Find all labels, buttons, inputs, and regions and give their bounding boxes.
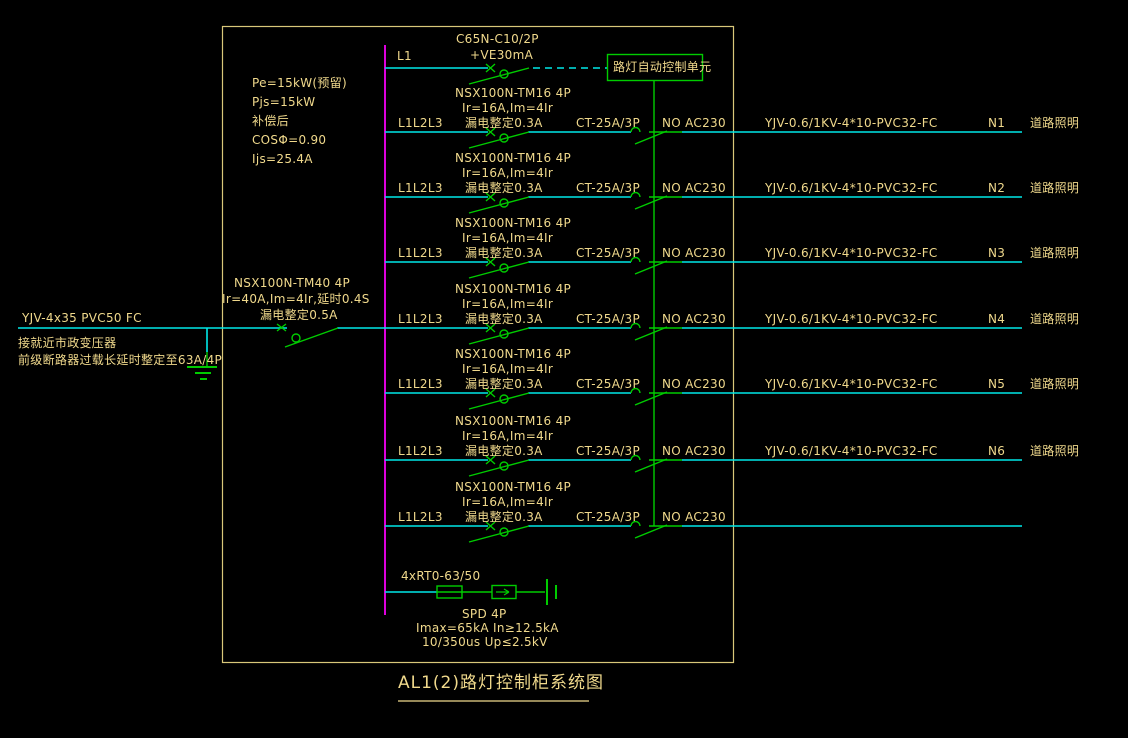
feeder-breaker-settings: Ir=16A,Im=4Ir — [462, 429, 554, 443]
incoming-note-transformer: 接就近市政变压器 — [18, 336, 117, 350]
feeder-contactor-label: CT-25A/3P — [576, 444, 641, 458]
feeder-breaker-leakage: 漏电整定0.3A — [465, 444, 543, 458]
control-unit-box — [606, 53, 704, 82]
feeder-circuit-number: N5 — [988, 377, 1006, 391]
feeder-circuit-number: N3 — [988, 246, 1006, 260]
control-breaker-model: C65N-C10/2P — [456, 32, 539, 46]
feeder-phase-label: L1L2L3 — [398, 510, 443, 524]
feeder-circuit-number: N1 — [988, 116, 1006, 130]
feeder-breaker-settings: Ir=16A,Im=4Ir — [462, 362, 554, 376]
spd-arrow-icon — [496, 588, 510, 596]
main-breaker-settings: Ir=40A,Im=4Ir,延时0.4S — [222, 292, 370, 306]
main-breaker-model: NSX100N-TM40 4P — [234, 276, 351, 290]
feeder-cable-label: YJV-0.6/1KV-4*10-PVC32-FC — [765, 312, 938, 326]
feeder-phase-label: L1L2L3 — [398, 181, 443, 195]
feeder-breaker-model: NSX100N-TM16 4P — [455, 414, 572, 428]
feeder-breaker-settings: Ir=16A,Im=4Ir — [462, 297, 554, 311]
spd-spec-up: 10/350us Up≤2.5kV — [422, 635, 548, 649]
feeder-load-label: 道路照明 — [1030, 246, 1080, 260]
feeder-breaker-model: NSX100N-TM16 4P — [455, 151, 572, 165]
feeder-load-label: 道路照明 — [1030, 377, 1080, 391]
feeder-row-5 — [384, 387, 1023, 410]
feeder-breaker-settings: Ir=16A,Im=4Ir — [462, 231, 554, 245]
feeder-coil-label: NO AC230 — [662, 444, 726, 458]
feeder-coil-label: NO AC230 — [662, 181, 726, 195]
feeder-coil-label: NO AC230 — [662, 312, 726, 326]
feeder-phase-label: L1L2L3 — [398, 246, 443, 260]
feeder-circuit-number: N2 — [988, 181, 1006, 195]
feeder-cable-label: YJV-0.6/1KV-4*10-PVC32-FC — [765, 116, 938, 130]
cos-phi-label: COSΦ=0.90 — [252, 133, 327, 147]
feeder-cable-label: YJV-0.6/1KV-4*10-PVC32-FC — [765, 181, 938, 195]
feeder-row-1 — [384, 126, 1023, 149]
feeder-contactor-label: CT-25A/3P — [576, 312, 641, 326]
feeder-breaker-leakage: 漏电整定0.3A — [465, 377, 543, 391]
feeder-row-7 — [384, 520, 1023, 543]
incoming-line — [18, 323, 385, 380]
feeder-breaker-leakage: 漏电整定0.3A — [465, 246, 543, 260]
feeder-breaker-model: NSX100N-TM16 4P — [455, 282, 572, 296]
feeder-load-label: 道路照明 — [1030, 181, 1080, 195]
feeder-cable-label: YJV-0.6/1KV-4*10-PVC32-FC — [765, 377, 938, 391]
feeder-circuit-number: N6 — [988, 444, 1006, 458]
feeder-contactor-label: CT-25A/3P — [576, 116, 641, 130]
feeder-coil-label: NO AC230 — [662, 246, 726, 260]
control-breaker-vigi: +VE30mA — [470, 48, 534, 62]
feeder-load-label: 道路照明 — [1030, 444, 1080, 458]
feeder-breaker-settings: Ir=16A,Im=4Ir — [462, 495, 554, 509]
feeder-breaker-settings: Ir=16A,Im=4Ir — [462, 101, 554, 115]
feeder-load-label: 道路照明 — [1030, 312, 1080, 326]
earth-symbol — [187, 328, 217, 380]
feeder-coil-label: NO AC230 — [662, 377, 726, 391]
feeder-breaker-model: NSX100N-TM16 4P — [455, 216, 572, 230]
feeder-load-label: 道路照明 — [1030, 116, 1080, 130]
feeder-cable-label: YJV-0.6/1KV-4*10-PVC32-FC — [765, 444, 938, 458]
control-circuit-line — [385, 53, 704, 526]
feeder-contactor-label: CT-25A/3P — [576, 181, 641, 195]
compensation-label: 补偿后 — [252, 114, 289, 128]
feeder-breaker-leakage: 漏电整定0.3A — [465, 510, 543, 524]
feeder-cable-label: YJV-0.6/1KV-4*10-PVC32-FC — [765, 246, 938, 260]
control-phase-label: L1 — [397, 49, 412, 63]
feeder-breaker-leakage: 漏电整定0.3A — [465, 312, 543, 326]
feeder-phase-label: L1L2L3 — [398, 444, 443, 458]
spd-earth-symbol — [546, 579, 557, 605]
feeder-coil-label: NO AC230 — [662, 510, 726, 524]
cabinet-outline — [221, 25, 735, 664]
feeder-circuit-number: N4 — [988, 312, 1006, 326]
feeder-phase-label: L1L2L3 — [398, 312, 443, 326]
feeder-row-3 — [384, 256, 1023, 279]
current-calculated-label: Ijs=25.4A — [252, 152, 313, 166]
spd-fuse-label: 4xRT0-63/50 — [401, 569, 481, 583]
feeder-breaker-model: NSX100N-TM16 4P — [455, 86, 572, 100]
spd-branch — [385, 579, 557, 605]
drawing-title: AL1(2)路灯控制柜系统图 — [398, 673, 604, 693]
feeder-contactor-label: CT-25A/3P — [576, 510, 641, 524]
feeder-row-4 — [384, 322, 1023, 345]
feeder-phase-label: L1L2L3 — [398, 377, 443, 391]
power-calculated-label: Pjs=15kW — [252, 95, 316, 109]
spd-label: SPD 4P — [462, 607, 507, 621]
incoming-note-upstream-breaker: 前级断路器过载长延时整定至63A/4P — [18, 353, 223, 367]
feeder-breaker-settings: Ir=16A,Im=4Ir — [462, 166, 554, 180]
feeder-row-2 — [384, 191, 1023, 214]
feeder-row-6 — [384, 454, 1023, 477]
power-reserved-label: Pe=15kW(预留) — [252, 76, 347, 90]
incoming-cable-label: YJV-4x35 PVC50 FC — [22, 311, 142, 325]
fuse-symbol — [436, 585, 463, 599]
feeder-breaker-model: NSX100N-TM16 4P — [455, 347, 572, 361]
feeder-breaker-model: NSX100N-TM16 4P — [455, 480, 572, 494]
control-unit-label: 路灯自动控制单元 — [613, 60, 712, 74]
feeder-coil-label: NO AC230 — [662, 116, 726, 130]
main-breaker-leakage: 漏电整定0.5A — [260, 308, 338, 322]
feeder-phase-label: L1L2L3 — [398, 116, 443, 130]
feeder-contactor-label: CT-25A/3P — [576, 377, 641, 391]
feeder-breaker-leakage: 漏电整定0.3A — [465, 181, 543, 195]
spd-spec-imax: Imax=65kA In≥12.5kA — [416, 621, 559, 635]
feeder-breaker-leakage: 漏电整定0.3A — [465, 116, 543, 130]
main-breaker-symbol — [276, 323, 339, 348]
feeder-contactor-label: CT-25A/3P — [576, 246, 641, 260]
